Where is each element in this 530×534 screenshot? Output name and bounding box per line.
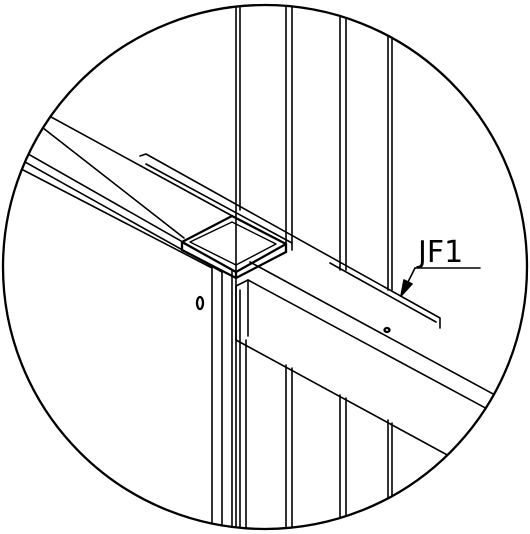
callout-leader bbox=[400, 267, 481, 297]
detail-circle bbox=[1, 3, 529, 531]
callout-label: JF1 bbox=[416, 235, 463, 270]
flange-plate bbox=[139, 153, 441, 329]
panel-hole bbox=[195, 295, 205, 311]
square-tube bbox=[180, 214, 288, 280]
beam-hole bbox=[383, 326, 391, 334]
beam bbox=[19, 99, 527, 501]
